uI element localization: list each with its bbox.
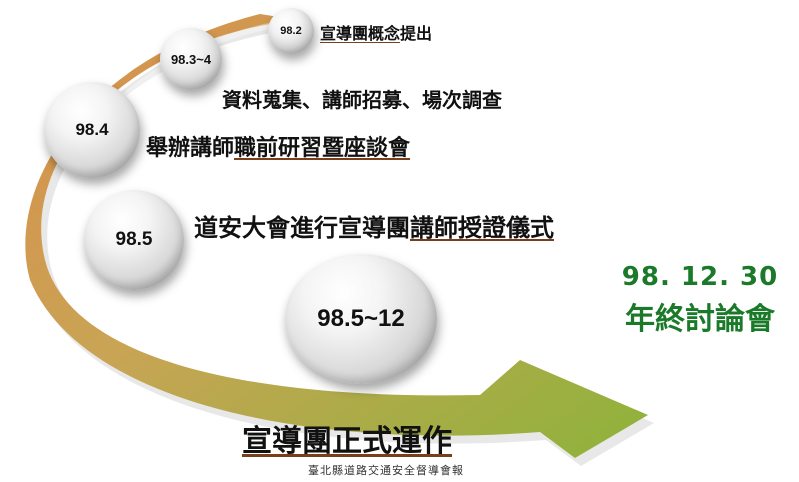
label-underlined: 職前研習暨座談會: [234, 136, 411, 161]
milestone-bubble-98-5: 98.5: [84, 190, 184, 290]
label-plain: 舉辦講師: [146, 136, 235, 161]
milestone-date: 98.4: [75, 120, 109, 139]
label-plain: 道安大會進行宣導團: [194, 214, 410, 242]
label-underlined: 講師授證儀式: [410, 214, 554, 242]
milestone-date: 98.5: [115, 229, 153, 250]
final-event: 98. 12. 30 年終討論會: [610, 262, 790, 338]
milestone-bubble-98-3-4: 98.3~4: [160, 28, 222, 90]
milestone-label-98-3-4: 資料蒐集、講師招募、場次調查: [222, 84, 502, 113]
label-underlined: 宣導團概念: [320, 24, 401, 43]
arrow-highlight: [54, 19, 421, 383]
milestone-label-98-4: 舉辦講師職前研習暨座談會: [146, 130, 410, 162]
footer-organization: 臺北縣道路交通安全督導會報: [308, 464, 464, 477]
milestone-label-98-5: 道安大會進行宣導團講師授證儀式: [194, 208, 554, 243]
milestone-date: 98.3~4: [170, 51, 212, 67]
label-plain: 資料蒐集、講師招募、場次調查: [222, 88, 502, 112]
label-underlined: 宣導團正式運作: [242, 424, 452, 459]
milestone-date: 98.5~12: [317, 305, 405, 332]
milestone-bubble-98-2: 98.2: [268, 8, 314, 54]
final-event-date: 98. 12. 30: [621, 262, 779, 292]
final-event-title: 年終討論會: [625, 302, 775, 337]
milestone-bubble-98-4: 98.4: [44, 82, 140, 178]
milestone-bubble-98-5-12: 98.5~12: [285, 254, 437, 384]
milestone-date: 98.2: [280, 25, 302, 37]
label-trailing: 提出: [400, 24, 433, 43]
milestone-label-98-5-12: 宣導團正式運作: [242, 416, 452, 460]
arrow-body: [25, 14, 649, 458]
milestone-label-98-2: 宣導團概念提出: [320, 20, 432, 44]
